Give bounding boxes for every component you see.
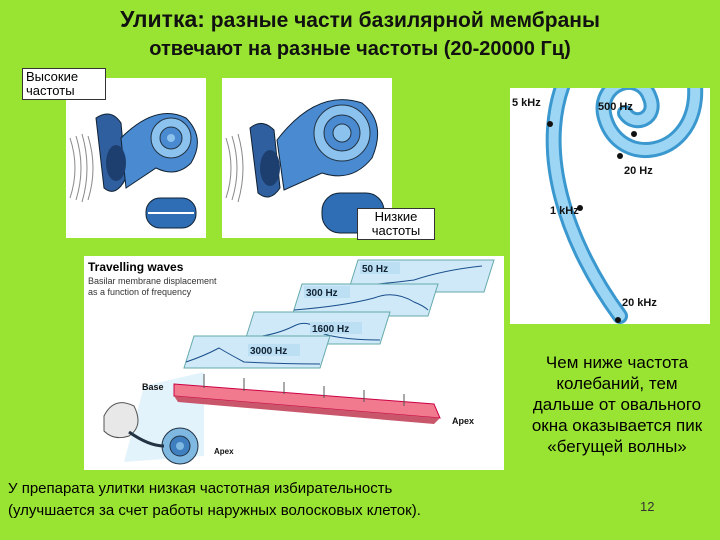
bottom-note-line1: У препарата улитки низкая частотная изби… — [8, 480, 393, 497]
base-label: Base — [142, 382, 164, 392]
wave-strip-300hz: 300 Hz — [291, 283, 439, 317]
label-low-frequencies: Низкие частоты — [357, 208, 435, 240]
spiral-label-500hz: 500 Hz — [598, 101, 633, 113]
label-high-frequencies: Высокие частоты — [22, 68, 106, 100]
ear-high-svg — [69, 113, 198, 229]
wave-label-300hz: 300 Hz — [306, 288, 338, 299]
spiral-label-5khz: 5 kHz — [512, 97, 541, 109]
travelling-waves-svg: Travelling waves Basilar membrane displa… — [88, 259, 495, 465]
spiral-label-20khz: 20 kHz — [622, 297, 657, 309]
wave-label-1600hz: 1600 Hz — [312, 324, 349, 335]
point-20hz — [617, 153, 623, 159]
right-explanation-text: Чем ниже частота колебаний, тем дальше о… — [531, 353, 703, 456]
waves-subtitle-1: Basilar membrane displacement — [88, 276, 217, 286]
spiral-label-20hz: 20 Hz — [624, 165, 653, 177]
point-1khz — [577, 205, 583, 211]
waves-title: Travelling waves — [88, 260, 184, 274]
bottom-note: У препарата улитки низкая частотная изби… — [8, 478, 528, 522]
wave-strip-3000hz: 3000 Hz — [183, 335, 331, 369]
frequency-spiral-panel: 5 kHz 500 Hz 20 Hz 1 kHz 20 kHz — [510, 17, 710, 324]
spiral-label-1khz: 1 kHz — [550, 205, 579, 217]
title-part2: разные части базилярной мембраны — [204, 9, 600, 32]
point-5khz — [547, 121, 553, 127]
wave-label-3000hz: 3000 Hz — [250, 346, 287, 357]
slide-title: Улитка: разные части базилярной мембраны — [0, 6, 720, 33]
title-part1: Улитка: — [120, 6, 205, 32]
bottom-note-line2: (улучшается за счет работы наружных воло… — [8, 502, 421, 519]
travelling-waves-panel: Travelling waves Basilar membrane displa… — [84, 256, 504, 470]
apex-label-small: Apex — [214, 447, 234, 456]
inner-ear-drawing — [103, 402, 199, 465]
slide-subtitle: отвечают на разные частоты (20-20000 Гц) — [149, 38, 571, 60]
label-low-text: Низкие частоты — [371, 209, 421, 238]
apex-label: Apex — [452, 416, 474, 426]
frequency-spiral-svg: 5 kHz 500 Hz 20 Hz 1 kHz 20 kHz — [512, 17, 704, 324]
waves-subtitle-2: as a function of frequency — [88, 287, 192, 297]
point-20khz — [615, 317, 621, 323]
ear-illustration-high — [66, 78, 206, 238]
page-number: 12 — [640, 499, 655, 514]
point-500hz — [631, 131, 637, 137]
wave-label-50hz: 50 Hz — [362, 264, 388, 275]
